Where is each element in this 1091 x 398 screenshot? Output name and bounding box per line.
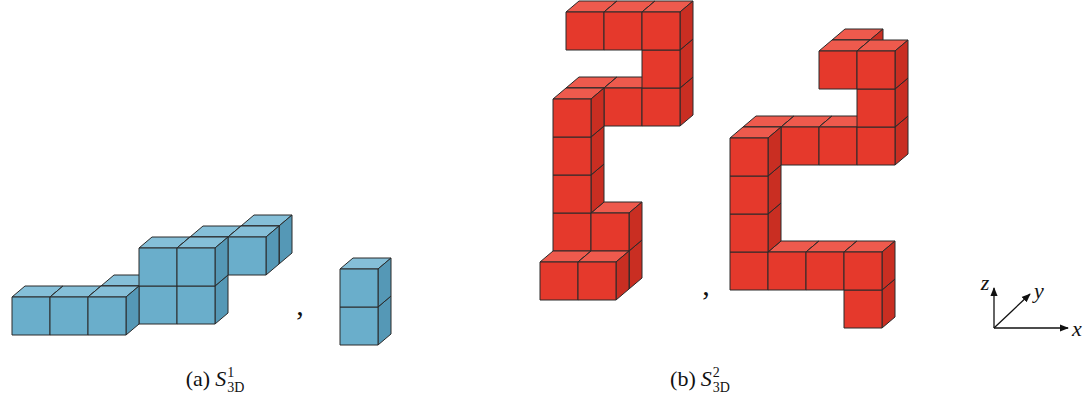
cube-face bbox=[604, 88, 642, 126]
cube-face bbox=[378, 258, 391, 307]
cube-face bbox=[279, 215, 292, 264]
cube-face bbox=[844, 252, 882, 290]
cube-face bbox=[806, 252, 844, 290]
cube-face bbox=[553, 213, 591, 251]
cube-face bbox=[591, 88, 604, 137]
axis-arrow bbox=[993, 288, 994, 328]
cube-face bbox=[642, 12, 680, 50]
superscript: 1 bbox=[227, 366, 244, 381]
cube-face bbox=[768, 127, 781, 176]
cube-face bbox=[629, 202, 642, 251]
separator: , bbox=[702, 270, 710, 300]
label-text: y bbox=[1034, 278, 1044, 303]
axis-triad bbox=[994, 288, 1068, 328]
cube-face bbox=[730, 176, 768, 214]
cube-face bbox=[553, 137, 591, 175]
subscript: 3D bbox=[227, 381, 244, 396]
label-text: (b) bbox=[670, 366, 696, 391]
subfigure-caption: (b)S23D bbox=[670, 366, 730, 395]
label-text: z bbox=[981, 270, 990, 295]
separator: , bbox=[296, 290, 304, 320]
cube-face bbox=[781, 127, 819, 165]
red-shape bbox=[540, 1, 693, 300]
red-shape bbox=[730, 29, 908, 328]
label-text: S bbox=[215, 366, 226, 391]
cube-face bbox=[12, 297, 50, 335]
cube-face bbox=[768, 252, 806, 290]
cube-face bbox=[819, 127, 857, 165]
cube-face bbox=[340, 269, 378, 307]
index-stack: 23D bbox=[713, 366, 730, 395]
cube-face bbox=[139, 248, 177, 286]
blue-shape bbox=[340, 258, 391, 345]
cube-face bbox=[228, 237, 266, 275]
cube-face bbox=[177, 286, 215, 324]
superscript: 2 bbox=[713, 366, 730, 381]
label-text: , bbox=[296, 288, 304, 321]
cube-face bbox=[139, 286, 177, 324]
cube-face bbox=[857, 89, 895, 127]
cube-face bbox=[616, 251, 629, 300]
cube-face bbox=[126, 286, 139, 335]
cube-face bbox=[857, 51, 895, 89]
cube-face bbox=[553, 175, 591, 213]
cube-face bbox=[566, 12, 604, 50]
cube-face bbox=[882, 241, 895, 290]
cube-face bbox=[50, 297, 88, 335]
cube-face bbox=[730, 252, 768, 290]
cube-face bbox=[177, 248, 215, 286]
cube-face bbox=[680, 1, 693, 50]
cube-face bbox=[844, 290, 882, 328]
label-text: (a) bbox=[186, 366, 210, 391]
index-stack: 13D bbox=[227, 366, 244, 395]
cube-face bbox=[540, 262, 578, 300]
cube-face bbox=[895, 40, 908, 89]
cube-face bbox=[340, 307, 378, 345]
axis-label: z bbox=[981, 272, 990, 294]
axis-label: x bbox=[1072, 318, 1082, 340]
subfigure-caption: (a)S13D bbox=[186, 366, 245, 395]
label-text: x bbox=[1072, 316, 1082, 341]
cube-face bbox=[642, 88, 680, 126]
subscript: 3D bbox=[713, 381, 730, 396]
label-text: S bbox=[701, 366, 712, 391]
cube-face bbox=[591, 213, 629, 251]
cube-face bbox=[819, 51, 857, 89]
blue-shape bbox=[12, 215, 292, 335]
axis-arrow bbox=[994, 327, 1068, 328]
label-text: , bbox=[702, 268, 710, 301]
cube-face bbox=[578, 262, 616, 300]
cube-face bbox=[730, 214, 768, 252]
cube-face bbox=[215, 237, 228, 286]
cube-face bbox=[642, 50, 680, 88]
cube-face bbox=[857, 127, 895, 165]
cube-face bbox=[730, 138, 768, 176]
axis-label: y bbox=[1034, 280, 1044, 302]
cube-face bbox=[266, 226, 279, 275]
cube-face bbox=[553, 99, 591, 137]
cube-face bbox=[604, 12, 642, 50]
axis-arrow bbox=[994, 294, 1030, 328]
cube-face bbox=[88, 297, 126, 335]
